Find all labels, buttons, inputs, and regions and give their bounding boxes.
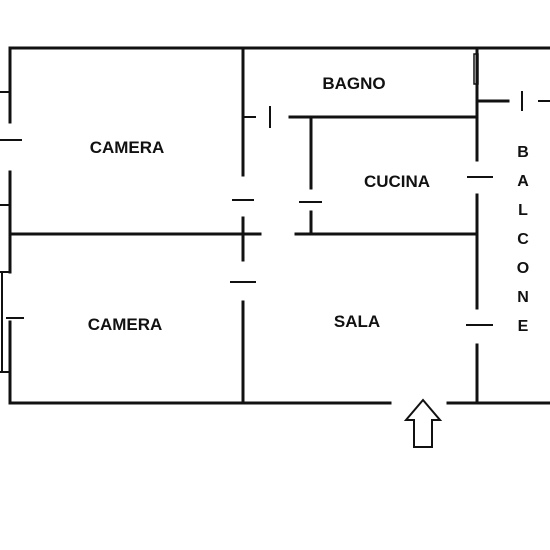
label-camera-bottom: CAMERA — [88, 315, 163, 334]
door-tick — [473, 53, 479, 85]
balcone-letter: E — [518, 318, 529, 335]
entrance-arrow-icon — [403, 398, 443, 448]
walls — [0, 46, 550, 405]
balcone-letter: O — [517, 260, 529, 277]
label-bagno: BAGNO — [322, 74, 385, 93]
balcone-letter: A — [517, 173, 529, 190]
balcone-letter: C — [517, 231, 529, 248]
label-sala: SALA — [334, 312, 380, 331]
balcone-letter: N — [517, 289, 529, 306]
label-camera-top: CAMERA — [90, 138, 165, 157]
balcone-label: B A L C O N E — [517, 144, 529, 335]
label-cucina: CUCINA — [364, 172, 430, 191]
balcone-letter: L — [518, 202, 528, 219]
balcone-letter: B — [517, 144, 529, 161]
room-labels: CAMERA CAMERA BAGNO CUCINA SALA — [88, 74, 430, 334]
door-ticks — [0, 53, 523, 326]
